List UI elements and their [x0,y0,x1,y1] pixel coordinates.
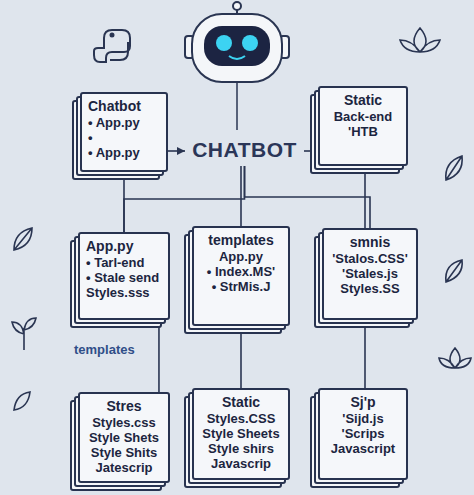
connector [240,326,242,388]
robot-face [192,14,282,82]
box-line: • [88,130,160,145]
box-line: 'Sijd.js [326,411,400,426]
box-line: • StrMis.J [200,279,282,294]
box-line: 'Scrips [326,426,400,441]
box-heading: Chatbot [88,98,160,115]
file-box: smnis'Stalos.CSS''Stales.jsStyles.SS [322,228,418,320]
lotus-ornament [439,348,471,368]
box-line: App.py [200,249,282,264]
box-line: Javascript [326,441,400,456]
box-heading: Stres [86,398,162,415]
connector [364,320,366,388]
robot-antenna-ball [233,2,241,10]
lotus-ornament [400,28,440,52]
box-heading: Sj'p [326,394,400,411]
box-line: Style Sheets [200,426,282,441]
box-line: • Stale send [86,270,162,285]
sprout-ornament [12,318,36,350]
box-heading: smnis [330,234,410,251]
box-line: Styles.css [86,415,162,430]
box-line: Styles.sss [86,285,162,300]
leaf-ornament [446,156,462,180]
robot-smile [229,56,245,59]
box-heading: App.py [86,238,162,255]
file-box: StresStyles.cssStyle ShetsStyle ShitsJat… [78,392,170,483]
connector [240,166,242,226]
box-line: Javascrip [200,456,282,471]
box-line: • Index.MS' [200,264,282,279]
connector [158,320,160,392]
robot-neck-wire [236,82,238,130]
python-logo [94,30,130,62]
box-heading: CHATBOT [191,138,298,162]
leaf-ornament [14,228,32,250]
connector [168,150,185,152]
leaf-ornaments [12,28,471,410]
box-line: 'HTB [326,124,400,139]
label-holder: templates [72,340,137,358]
robot-visor [204,26,270,66]
box-heading: Static [326,92,400,109]
connector [245,166,371,228]
python-logo-dot [111,34,114,37]
file-box: templatesApp.py• Index.MS'• StrMis.J [192,226,290,326]
leaf-ornament [446,260,462,282]
chatbot-title-node: CHATBOT [185,136,304,166]
file-box: StaticBack-end'HTB [318,86,408,166]
robot-eye [242,35,258,51]
python-logo-upper [94,30,130,62]
leaf-ornament [14,392,30,410]
box-line: Back-end [326,109,400,124]
python-logo-lower [110,42,128,60]
box-line: Styles.SS [330,281,410,296]
box-line: • Tarl-end [86,255,162,270]
box-heading: templates [200,232,282,249]
box-line: 'Stalos.CSS' [330,251,410,266]
file-box: App.py• Tarl-end• Stale sendStyles.sss [78,232,170,320]
box-line: Jatescrip [86,460,162,475]
box-line: 'Stales.js [330,266,410,281]
connector [364,166,366,228]
file-box: StaticStyles.CSSStyle SheetsStyle shirsJ… [192,388,290,480]
robot-head [185,2,289,130]
box-line: Style shirs [200,441,282,456]
box-line: • App.py [88,145,160,160]
box-heading: Static [200,394,282,411]
box-line: Style Shits [86,445,162,460]
section-label: templates [72,342,137,357]
box-line: Styles.CSS [200,411,282,426]
file-box: Chatbot• App.py•• App.py [80,92,168,172]
box-line: • App.py [88,115,160,130]
box-line: Style Shets [86,430,162,445]
connector [123,172,125,232]
file-box: Sj'p'Sijd.js'ScripsJavascript [318,388,408,480]
robot-eye [216,35,232,51]
